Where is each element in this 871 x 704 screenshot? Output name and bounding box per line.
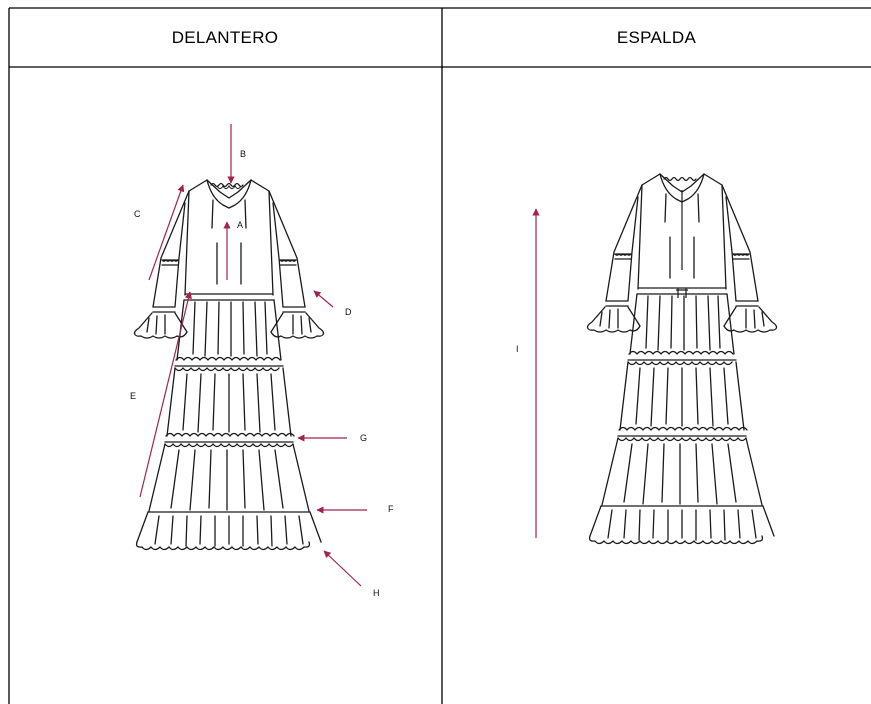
measure-arrow-c: [148, 184, 185, 281]
measurement-labels: B A C D E G F H I: [130, 149, 519, 598]
label-c: C: [134, 209, 141, 219]
label-f: F: [388, 504, 394, 514]
label-h: H: [373, 588, 380, 598]
label-d: D: [345, 307, 352, 317]
front-neck-detail: [216, 185, 242, 189]
label-i: I: [516, 344, 519, 354]
measure-arrow-e: [139, 291, 192, 498]
measurement-arrows: [139, 124, 540, 587]
label-e: E: [130, 391, 136, 401]
measure-arrow-d: [313, 290, 334, 308]
label-a: A: [237, 220, 243, 230]
back-view-header: ESPALDA: [616, 27, 697, 47]
front-view-header: DELANTERO: [171, 27, 279, 47]
label-g: G: [360, 433, 367, 443]
front-dress-drawing: [133, 179, 325, 551]
measure-arrow-h: [323, 550, 362, 587]
label-b: B: [240, 149, 246, 159]
back-center-seam: [676, 190, 688, 298]
table-grid: [8, 7, 871, 704]
